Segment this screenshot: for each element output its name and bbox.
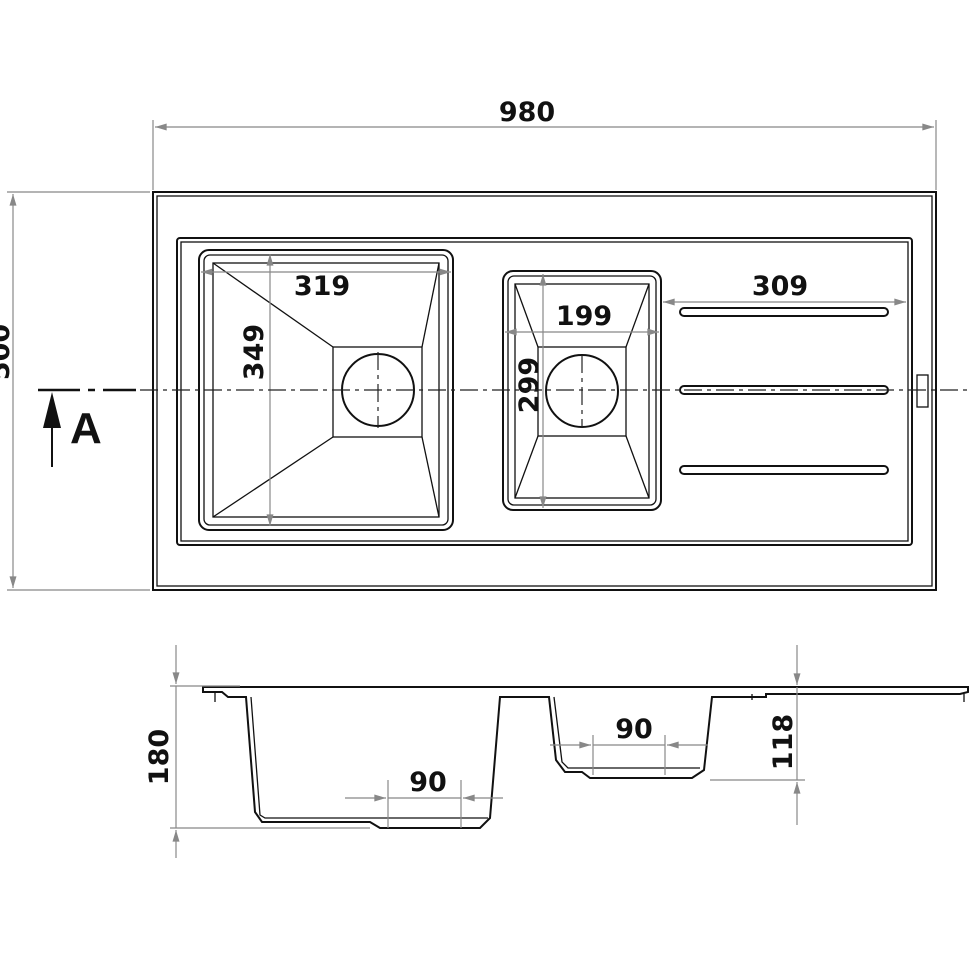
section-marker-label: A [70, 404, 102, 453]
drainer-area: 309 [663, 271, 929, 475]
arrow-up-icon [43, 392, 61, 428]
small-bowl-drain-label: 90 [615, 714, 653, 745]
sink-outline [152, 191, 937, 591]
drainer-width-label: 309 [752, 271, 808, 302]
section-marker: A [38, 388, 136, 467]
large-bowl-drain-label: 90 [409, 767, 447, 798]
small-bowl-depth-label: 118 [768, 714, 799, 770]
large-bowl-width-label: 319 [294, 271, 350, 302]
large-bowl-depth-label: 180 [144, 729, 175, 785]
overall-depth-label: 500 [0, 324, 16, 380]
small-bowl-width-label: 199 [556, 301, 612, 332]
overall-depth-dimension: 500 [0, 191, 150, 591]
section-view: 180 118 90 90 [144, 645, 969, 858]
small-bowl: 199 299 [502, 270, 662, 511]
overall-width-dimension: 980 [152, 97, 937, 190]
large-bowl-length-label: 349 [239, 324, 270, 380]
overall-width-label: 980 [499, 97, 555, 128]
small-bowl-length-label: 299 [514, 357, 545, 413]
